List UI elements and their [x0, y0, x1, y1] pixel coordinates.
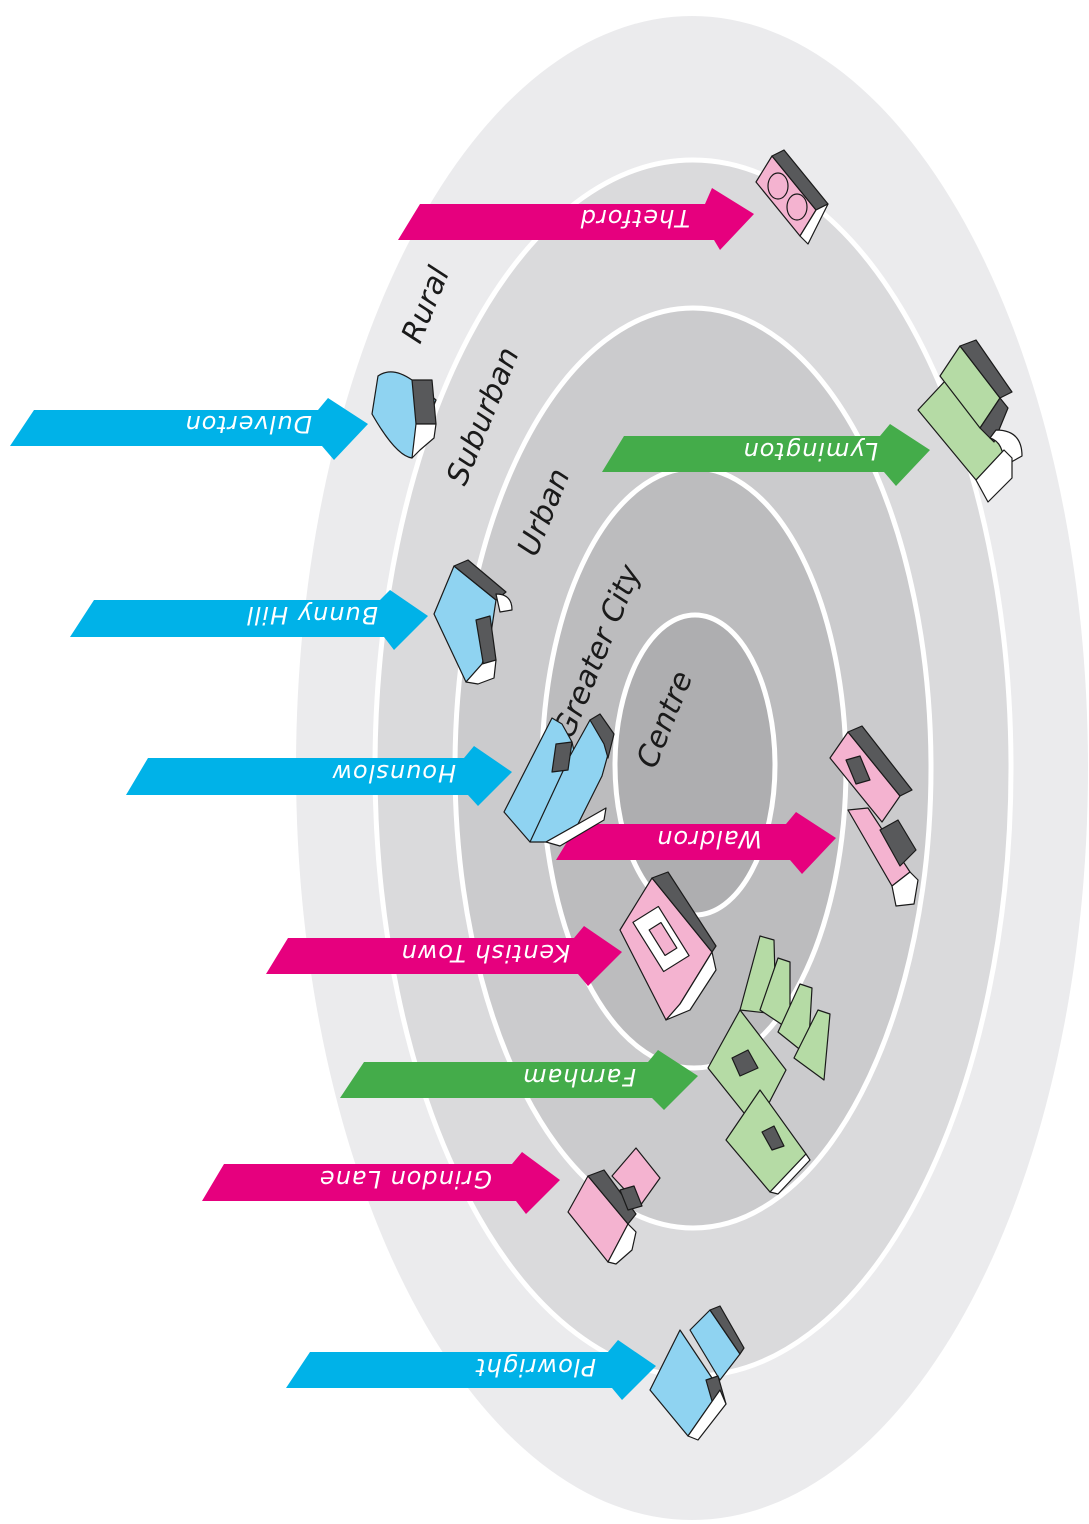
- arrow-shape: [556, 812, 836, 874]
- arrow-shape: [340, 1050, 698, 1110]
- bunny-hill-block-icon: [433, 559, 513, 685]
- arrow-farnham: Farnham: [340, 1050, 698, 1110]
- arrow-plowright: Plowright: [286, 1340, 656, 1400]
- arrow-shape: [266, 926, 622, 986]
- thetford-block-icon: [755, 149, 829, 245]
- arrow-label: Bunny Hill: [246, 601, 378, 629]
- arrow-thetford: Thetford: [398, 188, 754, 250]
- arrow-shape: [10, 398, 368, 460]
- arrow-label: Dulverton: [185, 410, 313, 438]
- arrow-shape: [70, 590, 428, 650]
- arrow-waldron: Waldron: [556, 812, 836, 874]
- arrow-label: Thetford: [580, 204, 690, 232]
- arrows: Thetford Dulverton Lymington Bunny Hill …: [10, 188, 930, 1400]
- arrow-shape: [202, 1152, 560, 1214]
- arrow-shape: [286, 1340, 656, 1400]
- arrow-shape: [398, 188, 754, 250]
- grindon-lane-block-icon: [567, 1147, 661, 1265]
- arrow-hounslow: Hounslow: [126, 746, 512, 806]
- arrow-shape: [602, 424, 930, 486]
- farnham-block-icon: [707, 935, 831, 1195]
- plowright-block-icon: [649, 1305, 745, 1441]
- hounslow-block-icon: [503, 713, 615, 847]
- lymington-block-icon: [917, 339, 1023, 503]
- arrow-dulverton: Dulverton: [10, 398, 368, 460]
- arrow-shape: [126, 746, 512, 806]
- arrow-bunny-hill: Bunny Hill: [70, 590, 428, 650]
- buildings: [371, 149, 1023, 1441]
- kentish-town-block-icon: [619, 871, 717, 1021]
- arrow-label: Grindon Lane: [319, 1165, 492, 1193]
- arrow-lymington: Lymington: [602, 424, 930, 486]
- arrow-grindon-lane: Grindon Lane: [202, 1152, 560, 1214]
- arrow-label: Kentish Town: [401, 939, 571, 967]
- dulverton-block-icon: [371, 371, 437, 459]
- arrow-label: Plowright: [475, 1353, 596, 1381]
- arrow-label: Waldron: [656, 825, 762, 853]
- waldron-block-icon: [829, 725, 919, 907]
- arrow-label: Lymington: [742, 437, 878, 465]
- arrow-label: Farnham: [522, 1063, 636, 1091]
- arrow-kentish-town: Kentish Town: [266, 926, 622, 986]
- zone-centre: [612, 612, 778, 918]
- arrow-label: Hounslow: [331, 759, 456, 787]
